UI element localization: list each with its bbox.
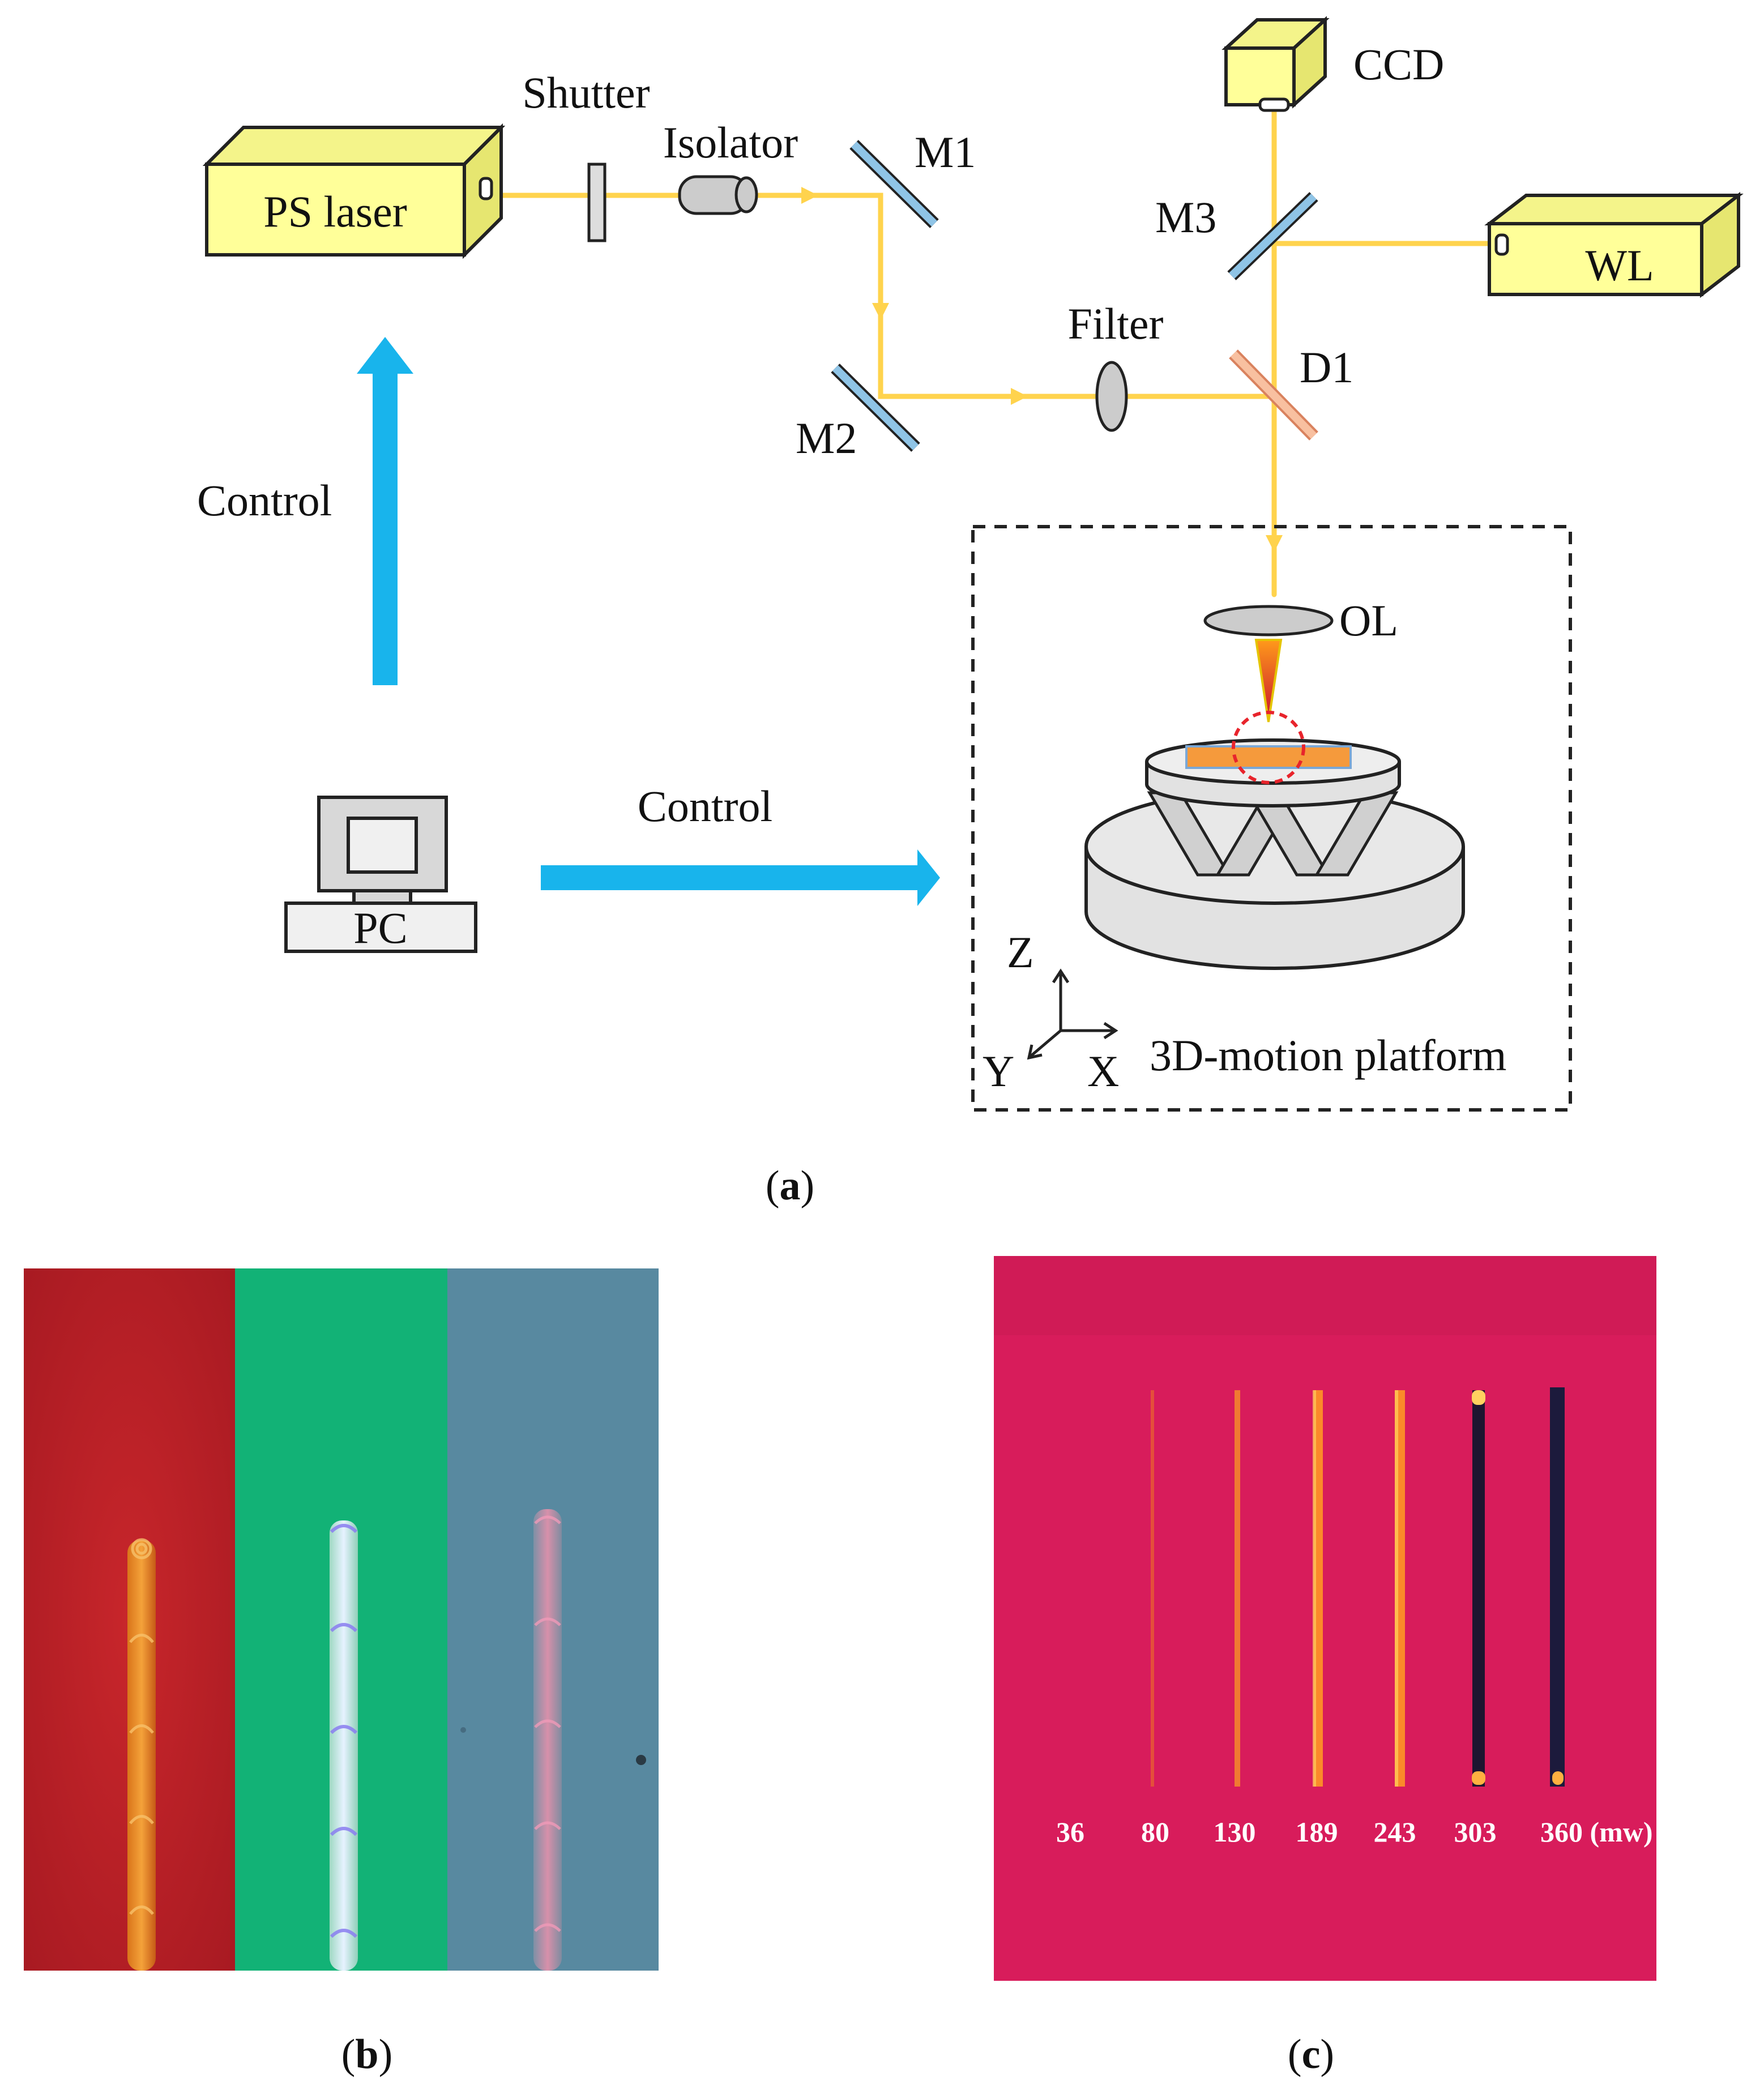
sample [1185,745,1352,769]
panel-a-setup-diagram: PS laser Shutter Isolator M1 M2 Fi [197,16,1744,1112]
power-label: 189 [1296,1816,1338,1848]
d1-label: D1 [1300,343,1353,392]
filter-label: Filter [1068,299,1164,348]
caption-b: (b) [341,2031,392,2078]
power-label: 36 [1056,1816,1084,1848]
focus-spot-circle [1232,711,1305,784]
white-light-source: WL [1484,191,1744,298]
axis-x-label: X [1087,1046,1119,1096]
isolator-label: Isolator [663,118,798,167]
xyz-axes [1027,968,1118,1060]
power-label: 303 [1454,1816,1497,1848]
shutter-label: Shutter [522,68,650,117]
ccd-label: CCD [1353,40,1444,89]
caption-a: (a) [766,1163,814,1209]
platform-label: 3D-motion platform [1150,1031,1506,1080]
motion-stage [1084,711,1465,970]
control-arrow-horizontal [541,849,940,906]
control-arrow-vertical [357,337,413,685]
ablation-lines [1151,1387,1565,1787]
caption-c: (c) [1288,2031,1334,2078]
m2-label: M2 [796,413,857,463]
objective-lens: OL [1203,596,1398,645]
power-label: 80 [1141,1816,1169,1848]
shutter: Shutter [522,68,650,242]
wl-label: WL [1585,241,1654,290]
beam-direction-arrows [801,187,1283,552]
dichroic-d1: D1 [1229,343,1353,441]
pc-computer: PC [284,796,477,953]
control-label-vertical: Control [197,476,332,525]
pc-label: PC [353,903,407,952]
panel-c-image: 36 80 130 189 243 303 360 (mw) [994,1256,1656,1981]
isolator: Isolator [663,118,798,215]
ps-laser-label: PS laser [263,187,407,236]
ol-label: OL [1339,596,1398,645]
ps-laser: PS laser [202,123,506,259]
m1-label: M1 [915,127,976,177]
axis-z-label: Z [1007,928,1034,977]
control-label-horizontal: Control [638,781,772,831]
panel-b-image [24,1268,659,1971]
power-label: 130 [1214,1816,1256,1848]
ccd-camera: CCD [1221,16,1444,112]
focused-laser-cone [1254,639,1283,723]
power-label: 243 [1374,1816,1416,1848]
power-label: 360 (mw) [1540,1816,1653,1848]
m3-label: M3 [1155,193,1216,242]
power-labels: 36 80 130 189 243 303 360 (mw) [1056,1816,1653,1848]
filter-lens: Filter [1068,299,1164,432]
mirror-m2: M2 [796,364,920,463]
platform-boundary [971,525,1572,1112]
mirror-m3: M3 [1155,192,1318,280]
mirror-m1: M1 [849,127,976,228]
axis-y-label: Y [983,1046,1014,1096]
